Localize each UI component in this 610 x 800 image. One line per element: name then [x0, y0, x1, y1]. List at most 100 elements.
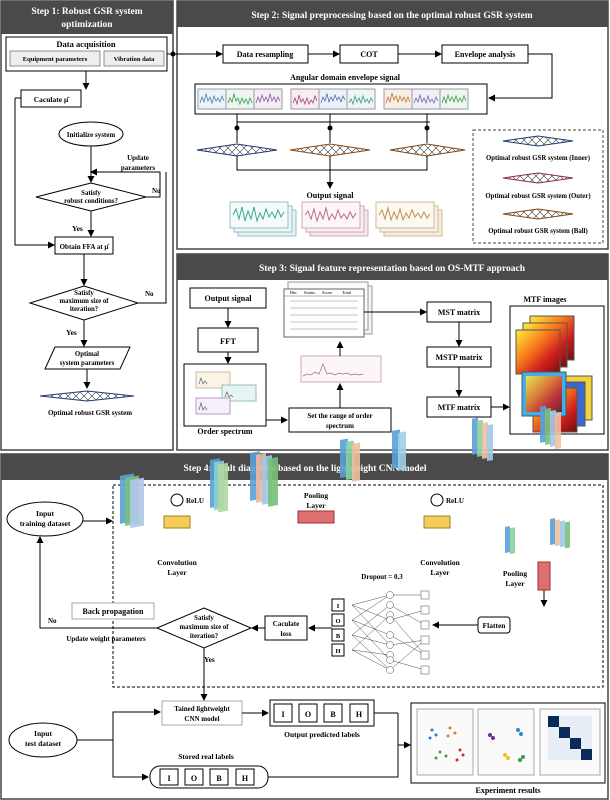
optimal-params-line2: system parameters [60, 360, 115, 367]
mst-matrix-label: MST matrix [438, 308, 480, 317]
pred-label-b: B [330, 710, 336, 719]
gsr-inner-icon [196, 143, 278, 157]
trained-cnn-line2: CNN model [184, 715, 219, 723]
conv1-kernel [163, 515, 191, 529]
step1-panel: Step 1: Robust GSR system optimization D… [0, 0, 174, 451]
stored-label-i: I [167, 774, 170, 783]
pool2-line1: Pooling [503, 569, 527, 578]
step2-title: Step 2: Signal preprocessing based on th… [251, 11, 532, 21]
relu1-icon [170, 493, 184, 507]
optimal-gsr-label: Optimal robust GSR system [48, 409, 132, 417]
s4-satisfy-line1: Satisfy [194, 615, 214, 622]
s4-yes-label: Yes [204, 655, 215, 664]
data-resampling-label: Data resampling [237, 50, 294, 59]
legend-ball-label: Optimal robust GSR system (Ball) [488, 228, 588, 235]
step2-panel: Step 2: Signal preprocessing based on th… [167, 0, 609, 250]
obtain-ffa-label: Obtain FFA at μ̂ [60, 243, 111, 251]
iteration-satisfy-line3: iteration? [70, 306, 98, 313]
iteration-satisfy-line1: Satisfy [74, 290, 94, 297]
update-parameters-label1: Update [127, 154, 149, 162]
relu2-label: ReLU [446, 497, 464, 505]
nn-output-h: H [335, 648, 340, 655]
table-header-status: Status [304, 290, 315, 295]
pool1-line1: Pooling [304, 491, 328, 500]
stored-label-h: H [242, 774, 249, 783]
input-training-line1: Input [36, 509, 54, 518]
backprop-label: Back propagation [83, 607, 145, 616]
stored-labels: I O B H [159, 768, 255, 786]
data-acquisition-label: Data acquisition [56, 39, 116, 49]
calc-loss-line1: Caculate [273, 620, 299, 628]
dropout-label: Dropout = 0.3 [361, 573, 403, 581]
optimal-params-line1: Optimal [75, 351, 99, 358]
legend-outer-icon [502, 172, 574, 184]
update-weights-label: Update weight parameters [66, 635, 146, 643]
step1-title-line1: Step 1: Robust GSR system [31, 7, 142, 17]
fft-label: FFT [220, 336, 236, 346]
experiment-results-label: Experiment results [476, 786, 541, 795]
input-training-line2: training dataset [20, 519, 71, 528]
table-header-score: Score [322, 290, 332, 295]
input-test-line2: test dataset [25, 739, 62, 748]
conv1-line1: Convolution [157, 558, 197, 567]
relu1-label: ReLU [186, 497, 204, 505]
mstp-matrix-label: MSTP matrix [436, 353, 483, 362]
step3-title: Step 3: Signal feature representation ba… [259, 264, 526, 274]
s4-satisfy-line3: iteration? [190, 633, 218, 640]
iteration-satisfy-line2: maximum size of [59, 298, 109, 305]
legend-inner-icon [502, 135, 574, 147]
no-label-1: No [152, 187, 161, 195]
gsr-mesh-icon [39, 390, 135, 402]
experiment-results-thumbnails [416, 708, 601, 776]
order-spectrum-thumbnails [195, 371, 257, 415]
trained-cnn-line1: Tained lightweight [174, 705, 230, 713]
pool2-line2: Layer [505, 579, 525, 588]
calc-loss-line2: loss [281, 630, 292, 638]
equipment-parameters-label: Equipment parameters [23, 56, 88, 63]
pool1-line2: Layer [306, 501, 326, 510]
s4-no-label: No [48, 617, 57, 625]
nn-output-i: I [337, 603, 340, 610]
neural-net-graphic [351, 590, 430, 675]
pred-label-o: O [305, 710, 311, 719]
nn-output-nodes: I O B H [331, 598, 345, 657]
order-spectrum-label: Order spectrum [197, 427, 253, 436]
table-header-bin: Bin [290, 290, 297, 295]
s3-output-signal-label: Output signal [205, 294, 253, 303]
pool2-block [537, 561, 551, 591]
set-range-line2: spectrum [326, 422, 354, 430]
step4-panel: Step 4: Fault diagnosis based on the lig… [0, 405, 609, 800]
yes-label-2: Yes [66, 328, 77, 337]
flatten-label: Flatten [483, 621, 507, 630]
pred-label-h: H [356, 710, 363, 719]
no-label-2: No [145, 290, 154, 298]
input-test-line1: Input [34, 729, 52, 738]
calculate-mu-label: Caculate μ̂ [34, 95, 70, 104]
conv1-line2: Layer [167, 568, 187, 577]
envelope-analysis-label: Envelope analysis [455, 50, 516, 59]
step4-title: Step 4: Fault diagnosis based on the lig… [183, 464, 426, 474]
initialize-system-label: Initialize system [67, 131, 116, 139]
envelope-signal-thumbnails [197, 88, 469, 110]
legend-outer-label: Optimal robust GSR system (Outer) [485, 193, 590, 200]
angular-envelope-label: Angular domain envelope signal [290, 73, 401, 82]
gsr-outer-icon [289, 143, 371, 157]
gsr-ball-icon [389, 143, 466, 157]
mtf-matrix-label: MTF matrix [438, 403, 481, 412]
step1-title-line2: optimization [61, 20, 113, 30]
stored-label-o: O [191, 774, 197, 783]
predicted-labels: I O B H [273, 703, 369, 723]
mtf-images-label: MTF images [523, 295, 566, 304]
nn-output-o: O [335, 618, 340, 625]
stored-real-label: Stored real labels [178, 752, 234, 761]
s4-satisfy-line2: maximum size of [179, 624, 229, 631]
cnn-feature-maps [120, 405, 570, 555]
robust-satisfy-line1: Satisfy [81, 190, 101, 197]
pred-label-i: I [281, 710, 284, 719]
output-signal-thumbnails [229, 201, 443, 237]
conv2-kernel [423, 515, 451, 529]
order-table: Bin Status Score Total [283, 281, 373, 338]
update-parameters-label2: parameters [121, 164, 155, 172]
conv2-line2: Layer [430, 568, 450, 577]
